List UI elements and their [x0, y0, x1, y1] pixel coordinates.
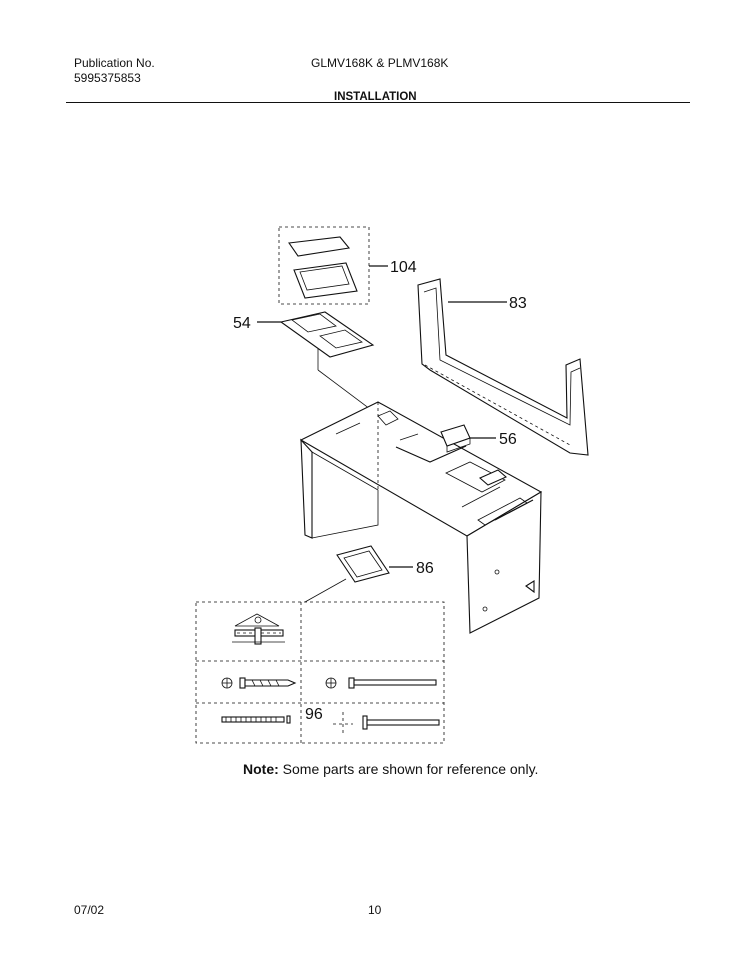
part-104-group: [278, 226, 388, 305]
publication-number: 5995375853: [74, 71, 141, 85]
long-bolt-icon: [325, 677, 437, 689]
part-96-hardware-kit: [195, 601, 445, 744]
part-104-upper-bracket: [288, 236, 351, 257]
footer-date: 07/02: [74, 903, 105, 917]
section-title: INSTALLATION: [334, 91, 417, 103]
reference-note: Note: Some parts are shown for reference…: [243, 761, 538, 777]
callout-56: 56: [499, 431, 517, 448]
model-numbers: GLMV168K & PLMV168K: [311, 56, 449, 70]
publication-label: Publication No.: [74, 56, 155, 70]
callout-96: 96: [305, 706, 323, 723]
callout-83: 83: [509, 295, 527, 312]
note-text: Some parts are shown for reference only.: [278, 761, 539, 777]
part-83-mounting-plate: [417, 278, 589, 456]
callout-54: 54: [233, 315, 251, 332]
note-label: Note:: [243, 761, 279, 777]
footer-page-number: 10: [368, 903, 382, 917]
part-54-plate: [257, 311, 439, 461]
toggle-bolt-icon: [232, 613, 285, 645]
microwave-cabinet: [299, 401, 543, 634]
part-56-clip: [440, 424, 496, 453]
wood-screw-icon: [221, 677, 297, 689]
mounting-bolt-icon: [333, 712, 440, 736]
header-rule: [66, 102, 690, 103]
callout-86: 86: [416, 560, 434, 577]
callout-104: 104: [390, 259, 417, 276]
threaded-strip-icon: [221, 715, 291, 724]
part-86-template: [304, 545, 413, 603]
